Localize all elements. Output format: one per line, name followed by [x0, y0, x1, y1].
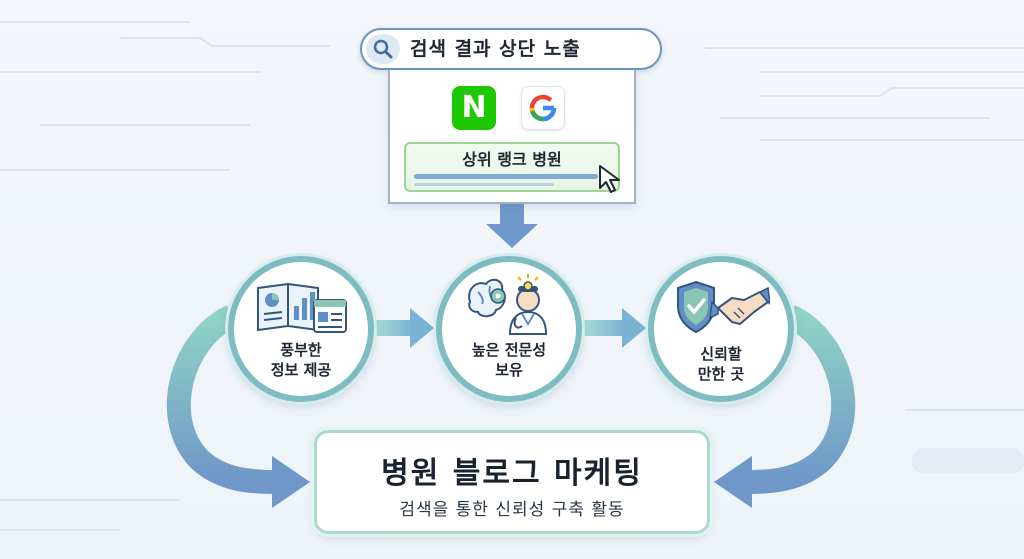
main-concept-box	[314, 430, 710, 534]
search-query-text: 검색 결과 상단 노출	[410, 38, 581, 60]
background-pill	[912, 448, 1024, 474]
step-label-line: 풍부한	[280, 341, 322, 359]
step-label-line: 보유	[495, 361, 523, 379]
down-arrow	[486, 204, 538, 248]
step-label-trust: 신뢰할 만한 곳	[648, 344, 794, 384]
step-circle-expertise	[436, 256, 582, 402]
result-line	[414, 174, 598, 179]
step-label-info: 풍부한 정보 제공	[228, 340, 374, 380]
right-arrow-2	[584, 308, 646, 348]
cursor-icon	[599, 165, 620, 193]
main-subtitle: 검색을 통한 신뢰성 구축 활동	[399, 500, 625, 520]
step-label-line: 신뢰할	[700, 345, 742, 363]
step-label-line: 높은 전문성	[471, 341, 547, 359]
step-circle-trust	[648, 256, 794, 402]
top-result-label: 상위 랭크 병원	[462, 150, 562, 169]
right-arrow-1	[376, 308, 434, 348]
step-label-line: 정보 제공	[270, 361, 332, 379]
right-curved-arrow	[714, 305, 856, 508]
step-circle-info	[228, 256, 374, 402]
shield-handshake-icon	[677, 280, 770, 334]
step-label-expertise: 높은 전문성 보유	[436, 340, 582, 380]
background-lines	[0, 21, 1024, 531]
brain-doctor-icon	[468, 274, 548, 335]
search-icon	[366, 34, 400, 64]
step-label-line: 만한 곳	[697, 365, 745, 383]
main-title: 병원 블로그 마케팅	[381, 456, 643, 491]
search-bar[interactable]	[360, 28, 662, 70]
result-line-secondary	[414, 183, 554, 186]
google-logo-icon	[521, 86, 565, 130]
left-curved-arrow	[166, 305, 310, 508]
naver-logo-icon: N	[452, 86, 496, 130]
book-chart-icon	[257, 282, 347, 333]
